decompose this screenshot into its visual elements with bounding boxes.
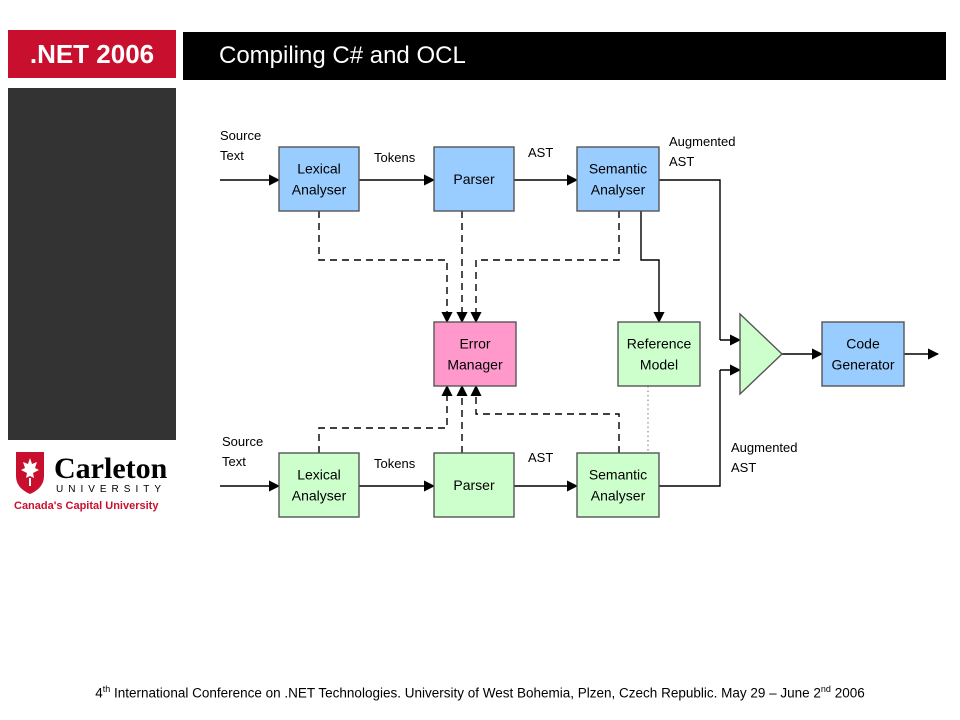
source-text-bottom-label: Source bbox=[222, 434, 263, 449]
parser-bottom-box: Parser bbox=[433, 452, 515, 518]
lexical-analyser-bottom-box-label: Analyser bbox=[292, 488, 347, 504]
diagram-connectors bbox=[220, 174, 940, 492]
lex-top-error-dashed bbox=[318, 211, 453, 324]
side-panel bbox=[8, 88, 176, 440]
sem-top-error-dashed bbox=[470, 211, 620, 324]
augmented-bottom-wire bbox=[659, 370, 721, 487]
footer-sup-nd: nd bbox=[820, 684, 831, 694]
footer-year: 2006 bbox=[830, 685, 865, 701]
augmented-ast-bottom-label: Augmented bbox=[731, 440, 798, 455]
semantic-analyser-bottom-box-label: Analyser bbox=[591, 488, 646, 504]
footer-text: International Conference on .NET Technol… bbox=[110, 685, 821, 701]
source-text-top-label: Text bbox=[220, 148, 244, 163]
footer-pre: 4 bbox=[95, 685, 103, 701]
tokens-bottom-label: Tokens bbox=[374, 456, 416, 471]
augmented-ast-bottom-label: AST bbox=[731, 460, 756, 475]
lexical-analyser-top-box-label: Lexical bbox=[297, 161, 341, 177]
tokens-top-label: Tokens bbox=[374, 150, 416, 165]
lexical-analyser-bottom-box-label: Lexical bbox=[297, 467, 341, 483]
code-generator-box-label: Generator bbox=[831, 357, 894, 373]
reference-model-box-label: Reference bbox=[627, 336, 692, 352]
sem-bot-error-dashed bbox=[470, 384, 620, 453]
augmented-top-wire bbox=[659, 179, 721, 340]
maple-leaf-shield-icon bbox=[16, 452, 44, 494]
footer: 4th International Conference on .NET Tec… bbox=[0, 684, 960, 701]
footer-sup-th: th bbox=[102, 684, 111, 694]
semantic-analyser-bottom-box-label: Semantic bbox=[589, 467, 647, 483]
source-text-top-label: Source bbox=[220, 128, 261, 143]
lex-bot-error-dashed bbox=[318, 384, 453, 453]
carleton-logo: Carleton UNIVERSITY Canada's Capital Uni… bbox=[14, 452, 168, 512]
ast-top-label: AST bbox=[528, 145, 553, 160]
augmented-ast-top-label: Augmented bbox=[669, 134, 736, 149]
error-manager-box-label: Manager bbox=[447, 357, 503, 373]
semantic-analyser-top-box-label: Analyser bbox=[591, 182, 646, 198]
slide-title-bar: Compiling C# and OCL bbox=[183, 32, 946, 80]
ast-bottom-label: AST bbox=[528, 450, 553, 465]
parser-top-box-label: Parser bbox=[453, 171, 495, 187]
logo-tagline: Canada's Capital University bbox=[14, 500, 159, 512]
parser-top-box: Parser bbox=[433, 146, 515, 212]
logo-university: UNIVERSITY bbox=[56, 484, 166, 495]
sem-to-ref-arrow bbox=[640, 211, 665, 324]
augmented-ast-top-label: AST bbox=[669, 154, 694, 169]
parser-bottom-box-label: Parser bbox=[453, 477, 495, 493]
error-manager-box-label: Error bbox=[459, 336, 490, 352]
conference-badge: .NET 2006 bbox=[8, 30, 176, 78]
lexical-analyser-top-box-label: Analyser bbox=[292, 182, 347, 198]
reference-model-box-label: Model bbox=[640, 357, 678, 373]
combiner-triangle bbox=[739, 312, 784, 396]
source-text-bottom-label: Text bbox=[222, 454, 246, 469]
slide-title: Compiling C# and OCL bbox=[219, 42, 466, 69]
code-generator-box-label: Code bbox=[846, 336, 880, 352]
semantic-analyser-top-box-label: Semantic bbox=[589, 161, 647, 177]
logo-wordmark: Carleton bbox=[54, 452, 168, 485]
diagram-boxes: LexicalAnalyserParserSemanticAnalyserErr… bbox=[278, 146, 905, 518]
